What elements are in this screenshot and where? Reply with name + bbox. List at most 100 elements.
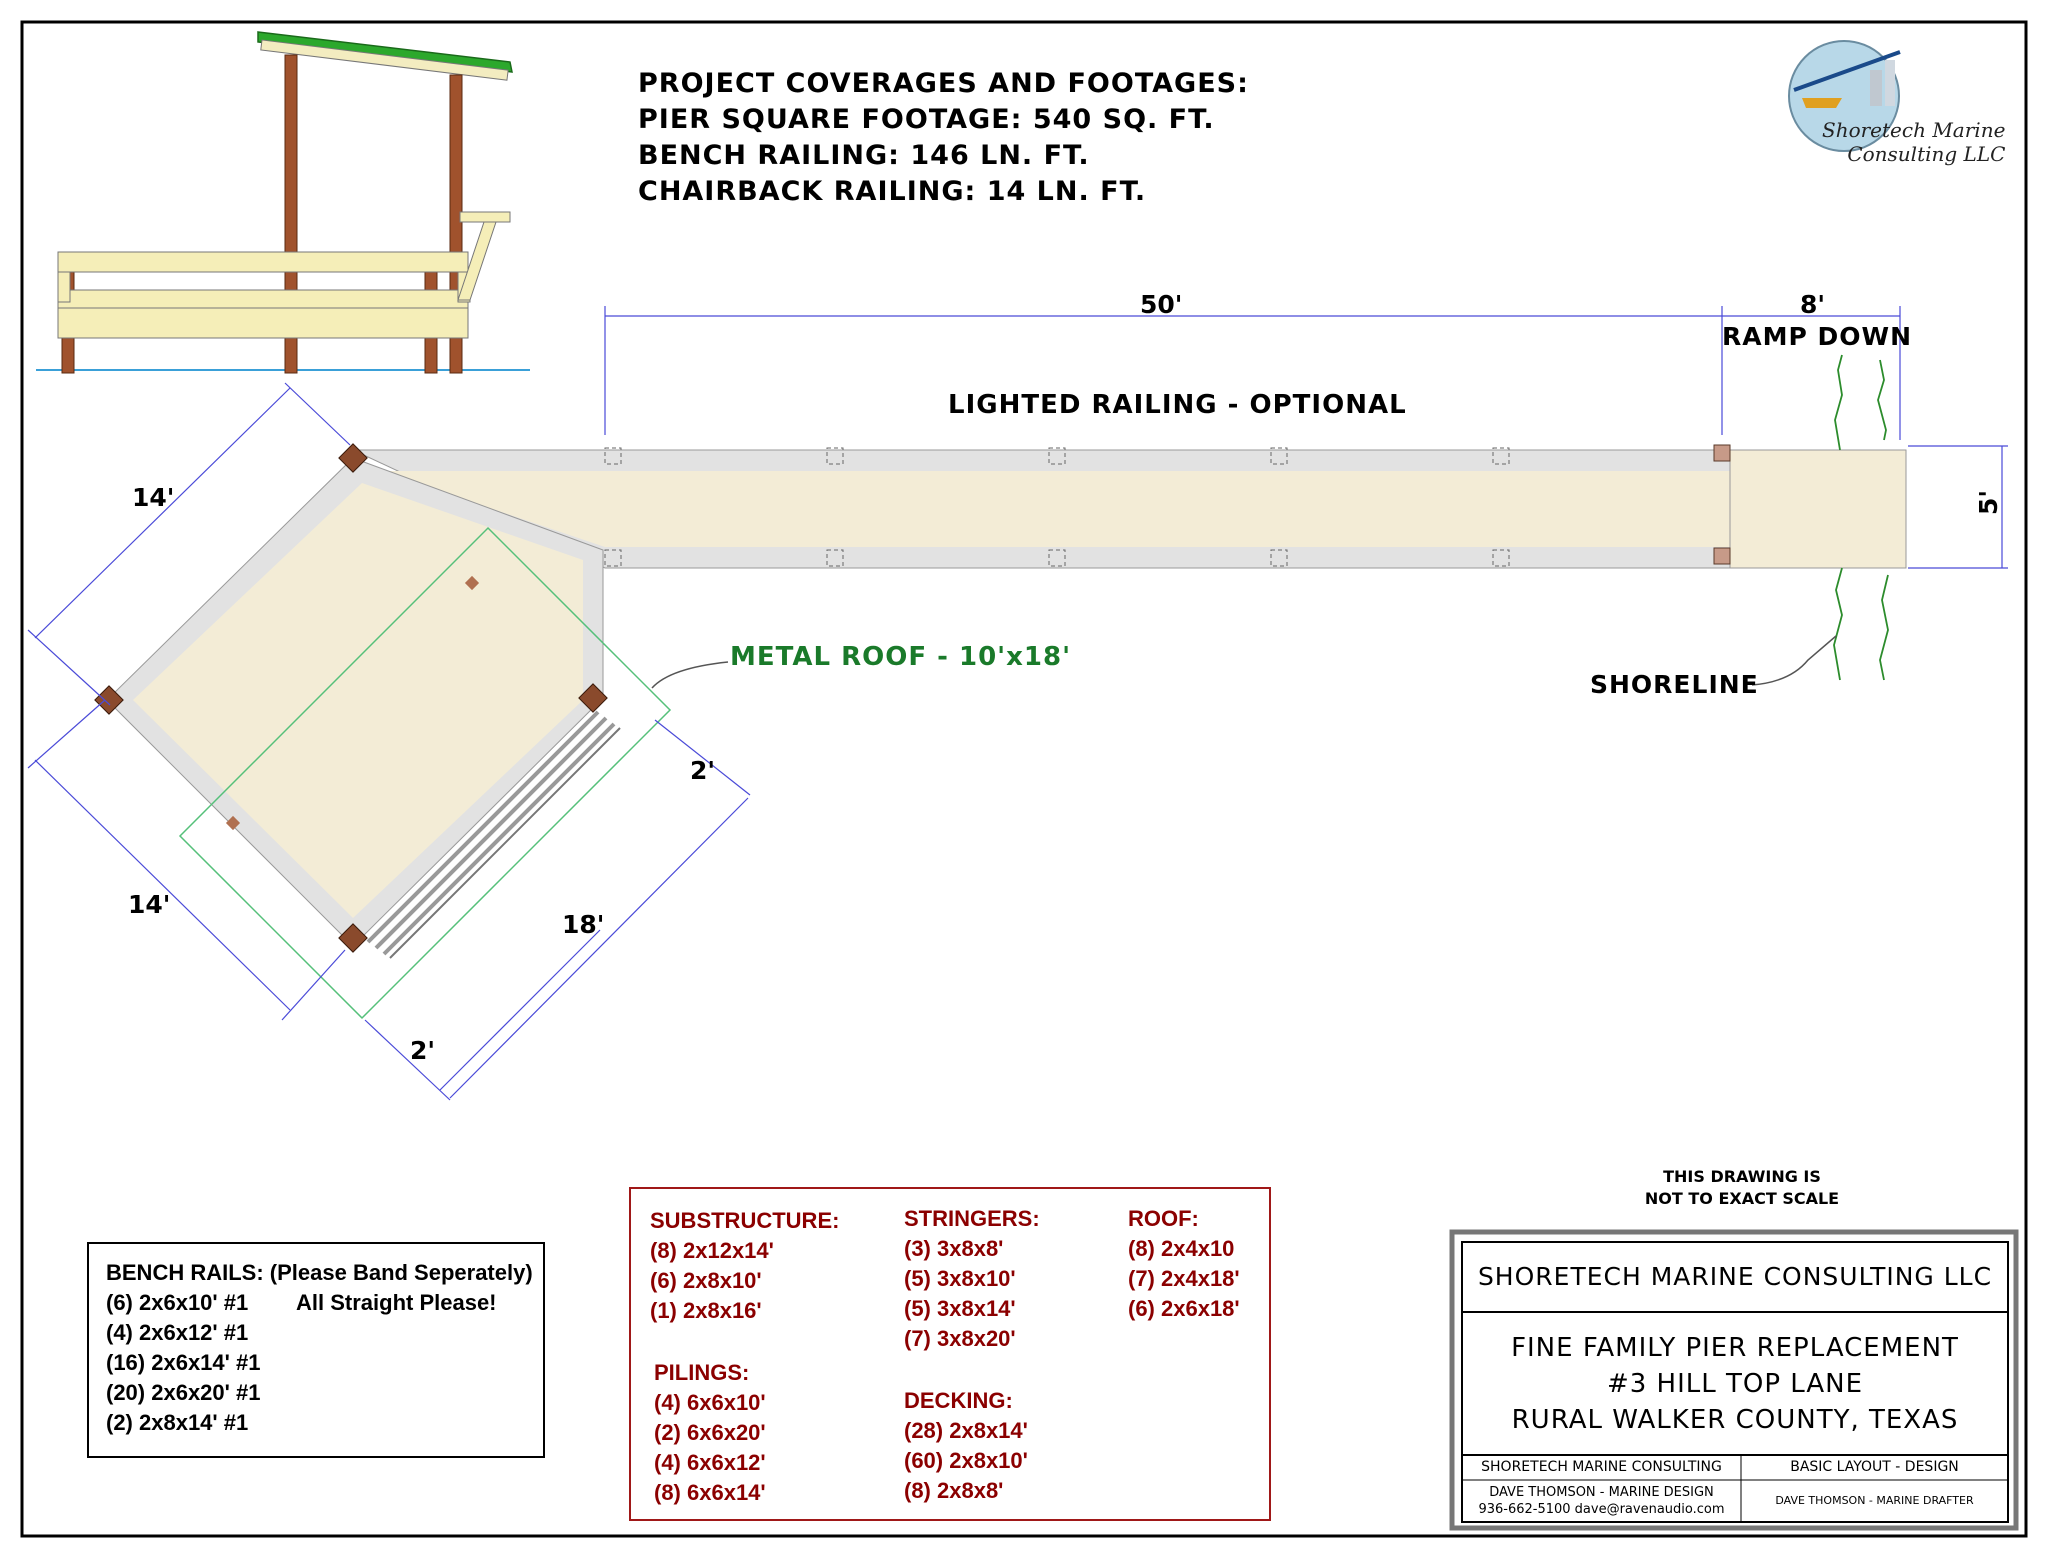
roof-rafter (260, 39, 509, 81)
roof-list: ROOF: (8) 2x4x10 (7) 2x4x18' (6) 2x6x18' (1128, 1204, 1240, 1324)
list-item: (2) 2x8x14' #1 (106, 1410, 249, 1435)
designer-name: DAVE THOMSON - MARINE DESIGN (1489, 1485, 1714, 1500)
list-item: (20) 2x6x20' #1 (106, 1380, 261, 1405)
elevation-roof (257, 31, 513, 73)
elevation-view (36, 31, 530, 374)
shoreline-leader (1751, 635, 1837, 686)
logo-line-1: Shoretech Marine (1822, 118, 2006, 142)
chairback-back (457, 221, 497, 301)
list-item: (4) 2x6x12' #1 (106, 1320, 249, 1345)
ramp-post-1 (1713, 444, 1731, 462)
list-item: (1) 2x8x16' (650, 1298, 762, 1323)
plan-view (94, 443, 1907, 1020)
list-item: (8) 6x6x14' (654, 1480, 766, 1505)
decking-title: DECKING: (904, 1388, 1013, 1413)
scale-note-line-1: THIS DRAWING IS (1663, 1167, 1821, 1186)
ramp-post-2 (1713, 547, 1731, 565)
dim-roof-overhang-b: 2' (410, 1036, 436, 1065)
stringers-list: STRINGERS: (3) 3x8x8' (5) 3x8x10' (5) 3x… (904, 1204, 1040, 1354)
corner-post-bottom (338, 923, 368, 953)
logo-graphic (1788, 40, 1901, 152)
dim-roof-length: 18' (562, 910, 605, 939)
materials-frame (629, 1187, 1271, 1521)
list-item: (16) 2x6x14' #1 (106, 1350, 261, 1375)
title-block-company: SHORETECH MARINE CONSULTING LLC (1477, 1262, 1993, 1291)
corner-post-left (94, 685, 124, 715)
dim-platform-side-b: 14' (128, 890, 171, 919)
sheet-border (20, 20, 2028, 1538)
title-block-frame (1449, 1229, 2019, 1531)
ramp-down-label: RAMP DOWN (1722, 322, 1913, 351)
list-item: (8) 2x4x10 (1128, 1236, 1235, 1261)
substructure-list: SUBSTRUCTURE: (8) 2x12x14' (6) 2x8x10' (… (650, 1206, 839, 1326)
dimension-lines (27, 306, 2008, 1101)
list-item: (6) 2x6x10' #1 (106, 1290, 249, 1315)
title-block-cell-company: SHORETECH MARINE CONSULTING (1481, 1459, 1722, 1475)
corner-post-top (338, 443, 368, 473)
bench-rails-title: BENCH RAILS: (Please Band Seperately) (106, 1260, 533, 1285)
roof-leader (651, 661, 729, 689)
corner-post-right (578, 683, 608, 713)
roof-post-1 (464, 575, 480, 591)
substructure-title: SUBSTRUCTURE: (650, 1208, 840, 1233)
platform-deck (133, 483, 583, 918)
list-item: (6) 2x8x10' (650, 1268, 762, 1293)
list-item: (8) 2x8x8' (904, 1478, 1004, 1503)
list-item: (7) 2x4x18' (1128, 1266, 1240, 1291)
list-item: (8) 2x12x14' (650, 1238, 774, 1263)
designer-contact: 936-662-5100 dave@ravenaudio.com (1478, 1502, 1725, 1517)
pilings-title: PILINGS: (654, 1360, 750, 1385)
scale-note-line-2: NOT TO EXACT SCALE (1644, 1189, 1840, 1208)
list-item: (7) 3x8x20' (904, 1326, 1016, 1351)
ramp-deck (1729, 449, 1907, 569)
walkway-deck (380, 471, 1730, 547)
railing-lights (604, 447, 1510, 567)
dim-walkway-width: 5' (1974, 489, 2004, 516)
title-block-cell-designer: DAVE THOMSON - MARINE DESIGN 936-662-510… (1462, 1484, 1741, 1518)
list-item: (4) 6x6x10' (654, 1390, 766, 1415)
chairback-seat (459, 211, 511, 223)
decking-list: DECKING: (28) 2x8x14' (60) 2x8x10' (8) 2… (904, 1386, 1028, 1506)
title-block-cell-sheet: BASIC LAYOUT - DESIGN (1790, 1459, 1959, 1475)
lighted-railing-label: LIGHTED RAILING - OPTIONAL (948, 390, 1407, 420)
list-item: (2) 6x6x20' (654, 1420, 766, 1445)
dim-ramp-width: 8' (1800, 290, 1826, 319)
list-item: (6) 2x6x18' (1128, 1296, 1240, 1321)
bench-rails-frame (87, 1242, 545, 1458)
pilings-list: PILINGS: (4) 6x6x10' (2) 6x6x20' (4) 6x6… (654, 1358, 766, 1508)
list-item: (5) 3x8x10' (904, 1266, 1016, 1291)
list-item: (3) 3x8x8' (904, 1236, 1004, 1261)
list-item: (28) 2x8x14' (904, 1418, 1028, 1443)
coverages-title: PROJECT COVERAGES AND FOOTAGES: (638, 68, 1249, 99)
dim-walkway-length: 50' (1140, 290, 1183, 319)
dim-roof-overhang-a: 2' (690, 756, 716, 785)
stringer (57, 289, 469, 309)
bench-rail (57, 251, 469, 273)
scale-note: THIS DRAWING IS NOT TO EXACT SCALE (1640, 1166, 1844, 1210)
list-item: (60) 2x8x10' (904, 1448, 1028, 1473)
project-line-3: RURAL WALKER COUNTY, TEXAS (1511, 1405, 1959, 1435)
metal-roof-outline (178, 526, 672, 1020)
chairback-railing-footage: CHAIRBACK RAILING: 14 LN. FT. (638, 176, 1147, 207)
metal-roof-label: METAL ROOF - 10'x18' (730, 642, 1072, 672)
title-block-project: FINE FAMILY PIER REPLACEMENT #3 HILL TOP… (1462, 1330, 2008, 1438)
stringers-title: STRINGERS: (904, 1206, 1040, 1231)
dim-platform-side-a: 14' (132, 483, 175, 512)
deck-band (57, 307, 469, 339)
bench-rails-note: All Straight Please! (296, 1290, 497, 1315)
bench-railing-footage: BENCH RAILING: 146 LN. FT. (638, 140, 1090, 171)
project-line-2: #3 HILL TOP LANE (1606, 1369, 1864, 1399)
title-block-cell-drafter: DAVE THOMSON - MARINE DRAFTER (1775, 1494, 1974, 1507)
logo-line-2: Consulting LLC (1847, 142, 2006, 166)
list-item: (5) 3x8x14' (904, 1296, 1016, 1321)
logo-text: Shoretech Marine Consulting LLC (1822, 118, 2005, 166)
shoreline-label: SHORELINE (1590, 670, 1759, 699)
list-item: (4) 6x6x12' (654, 1450, 766, 1475)
shoreline (1833, 354, 1889, 681)
coverages: PROJECT COVERAGES AND FOOTAGES: PIER SQU… (638, 66, 1249, 210)
roof-post-2 (225, 815, 241, 831)
pier-square-footage: PIER SQUARE FOOTAGE: 540 SQ. FT. (638, 104, 1215, 135)
roof-title: ROOF: (1128, 1206, 1199, 1231)
